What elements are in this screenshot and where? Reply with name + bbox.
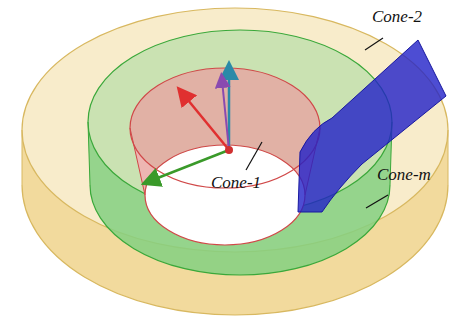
cone-2-band (22, 8, 448, 315)
coordinate-axes (150, 70, 233, 181)
part-label: Cone-2 (372, 8, 422, 25)
cone-1-band (130, 68, 320, 245)
part-label: Cone-1 (211, 174, 261, 191)
part-label: Cone-m (377, 166, 431, 183)
leader-lines (246, 38, 388, 208)
blue-patch (298, 40, 446, 212)
